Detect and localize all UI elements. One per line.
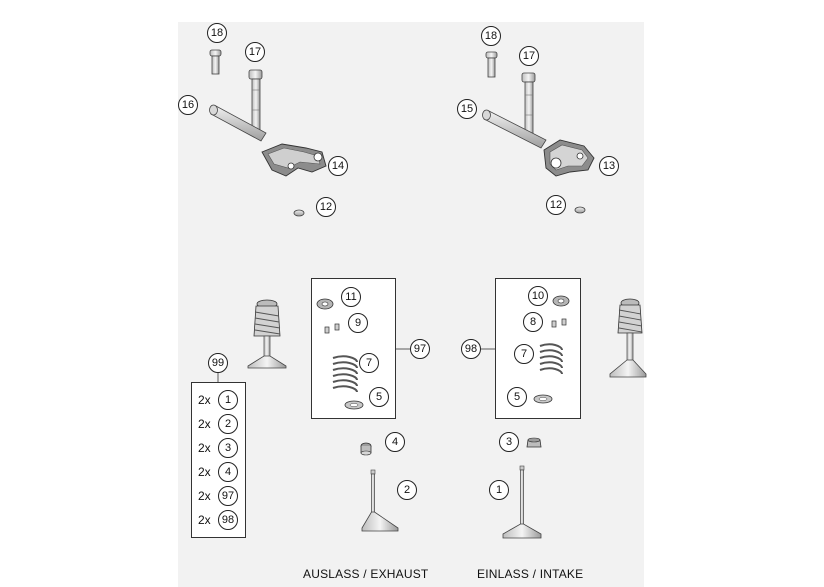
repair-kit-box <box>191 382 246 538</box>
kit-row-part: 3 <box>218 438 238 458</box>
valve-keys-9 <box>324 323 340 334</box>
bolt-17-left <box>248 69 263 132</box>
callout-7-intake: 7 <box>514 344 534 364</box>
bolt-17-right <box>521 72 536 135</box>
rocker-shaft-16 <box>209 104 267 142</box>
valve-pad-12-left <box>293 209 305 217</box>
callout-4: 4 <box>385 432 405 452</box>
callout-97: 97 <box>410 339 430 359</box>
valve-pad-12-right <box>574 206 586 214</box>
exhaust-valve-2 <box>361 469 399 532</box>
callout-17-right: 17 <box>519 46 539 66</box>
kit-row-qty: 2x <box>198 465 211 479</box>
kit-row-part: 4 <box>218 462 238 482</box>
callout-18-right: 18 <box>481 26 501 46</box>
callout-18-left: 18 <box>207 23 227 43</box>
kit-row: 2x 3 <box>198 438 248 458</box>
spring-seat-5-intake <box>533 394 553 404</box>
exhaust-valve-assembled <box>247 299 287 369</box>
callout-99: 99 <box>208 353 228 373</box>
callout-7-exhaust: 7 <box>359 353 379 373</box>
rocker-shaft-15 <box>482 109 547 149</box>
callout-14: 14 <box>328 156 348 176</box>
kit-row-qty: 2x <box>198 489 211 503</box>
valve-spring-7-exhaust <box>332 355 358 393</box>
callout-5-intake: 5 <box>507 387 527 407</box>
rocker-arm-14 <box>261 143 327 177</box>
callout-3: 3 <box>499 432 519 452</box>
kit-row-part: 97 <box>218 486 238 506</box>
callout-10: 10 <box>528 286 548 306</box>
callout-12-right: 12 <box>546 195 566 215</box>
screw-18-left <box>209 49 222 75</box>
valve-stem-seal-4 <box>360 442 372 456</box>
exhaust-caption: AUSLASS / EXHAUST <box>303 567 429 581</box>
intake-caption: EINLASS / INTAKE <box>477 567 584 581</box>
callout-1: 1 <box>489 480 509 500</box>
kit-row-part: 98 <box>218 510 238 530</box>
callout-98: 98 <box>461 339 481 359</box>
callout-2: 2 <box>397 480 417 500</box>
callout-11: 11 <box>341 287 361 307</box>
kit-row-qty: 2x <box>198 417 211 431</box>
valve-spring-7-intake <box>539 343 563 375</box>
screw-18-right <box>485 51 498 78</box>
intake-valve-assembled <box>609 298 647 378</box>
spring-retainer-10 <box>552 295 570 307</box>
callout-13: 13 <box>599 156 619 176</box>
callout-16: 16 <box>178 95 198 115</box>
callout-5-exhaust: 5 <box>369 387 389 407</box>
kit-row-qty: 2x <box>198 441 211 455</box>
callout-8: 8 <box>523 312 543 332</box>
kit-row: 2x 4 <box>198 462 248 482</box>
rocker-arm-13 <box>543 139 595 177</box>
callout-17-left: 17 <box>245 42 265 62</box>
spring-seat-5-exhaust <box>344 400 364 410</box>
kit-row: 2x 1 <box>198 390 248 410</box>
kit-row-part: 1 <box>218 390 238 410</box>
valve-keys-8 <box>551 318 567 328</box>
kit-row: 2x 97 <box>198 486 248 506</box>
callout-15: 15 <box>457 99 477 119</box>
valve-stem-seal-3 <box>526 437 542 448</box>
callout-9: 9 <box>348 313 368 333</box>
spring-retainer-11 <box>316 298 334 310</box>
kit-row: 2x 98 <box>198 510 248 530</box>
kit-row: 2x 2 <box>198 414 248 434</box>
kit-row-qty: 2x <box>198 393 211 407</box>
callout-12-left: 12 <box>316 197 336 217</box>
intake-valve-1 <box>502 465 542 539</box>
kit-row-part: 2 <box>218 414 238 434</box>
kit-row-qty: 2x <box>198 513 211 527</box>
